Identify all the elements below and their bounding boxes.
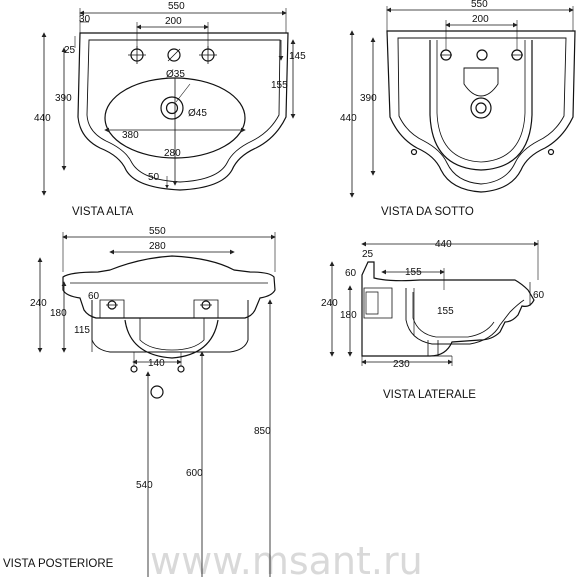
dim-bottom-440: 440 <box>340 113 357 124</box>
dim-top-depth-inner: 390 <box>55 93 72 104</box>
dim-rear-240: 240 <box>30 298 47 309</box>
dim-side-180: 180 <box>340 310 357 321</box>
dim-top-depth-total: 440 <box>34 113 51 124</box>
dim-rear-600: 600 <box>186 468 203 479</box>
dim-bottom-taps: 200 <box>472 14 489 25</box>
dim-rear-850: 850 <box>254 426 271 437</box>
dim-side-depth: 440 <box>435 239 452 250</box>
dim-top-width: 550 <box>168 1 185 12</box>
dim-top-drain: Ø45 <box>188 108 207 119</box>
dim-rear-60: 60 <box>88 291 100 302</box>
dim-top-taps: 200 <box>165 16 182 27</box>
dim-rear-holes: 140 <box>148 358 165 369</box>
dim-top-bowl-width: 380 <box>122 130 139 141</box>
bottom-view-dimensions: 550 200 390 440 VISTA DA SOTTO <box>340 0 489 218</box>
dim-bottom-390: 390 <box>360 93 377 104</box>
dim-side-240: 240 <box>321 298 338 309</box>
dim-side-60-rim: 60 <box>533 290 545 301</box>
top-view <box>41 8 296 196</box>
rear-view <box>37 232 276 577</box>
side-view-title: VISTA LATERALE <box>383 389 476 401</box>
bottom-view-title: VISTA DA SOTTO <box>381 206 474 218</box>
dim-side-60: 60 <box>345 268 357 279</box>
dim-bottom-width: 550 <box>471 0 488 10</box>
watermark: www.msant.ru <box>150 539 423 577</box>
side-view <box>329 240 539 366</box>
dim-top-145: 145 <box>289 51 306 62</box>
rear-view-dimensions: 550 280 240 180 60 115 140 540 600 850 V… <box>3 226 271 570</box>
dim-top-rim: 25 <box>64 45 76 56</box>
dim-side-155a: 155 <box>405 267 422 278</box>
dim-top-155: 155 <box>271 80 288 91</box>
dim-top-offset: 30 <box>79 14 91 25</box>
dim-top-front: 50 <box>148 172 160 183</box>
dim-side-230: 230 <box>393 359 410 370</box>
dim-side-155b: 155 <box>437 306 454 317</box>
dim-rear-540: 540 <box>136 480 153 491</box>
dim-rear-width: 550 <box>149 226 166 237</box>
dim-rear-115: 115 <box>74 325 90 336</box>
dim-rear-inner: 280 <box>149 241 166 252</box>
bottom-view <box>349 6 576 198</box>
dim-top-bowl-depth: 280 <box>164 148 181 159</box>
dim-rear-180: 180 <box>50 308 67 319</box>
rear-view-title: VISTA POSTERIORE <box>3 558 114 570</box>
side-view-dimensions: 440 25 60 155 240 180 155 230 60 VISTA L… <box>321 239 545 401</box>
dim-top-tap-hole: Ø35 <box>166 69 185 80</box>
top-view-dimensions: 550 200 30 25 390 440 Ø35 Ø45 380 280 50… <box>34 1 306 218</box>
top-view-title: VISTA ALTA <box>72 206 134 218</box>
dim-side-25: 25 <box>362 249 374 260</box>
